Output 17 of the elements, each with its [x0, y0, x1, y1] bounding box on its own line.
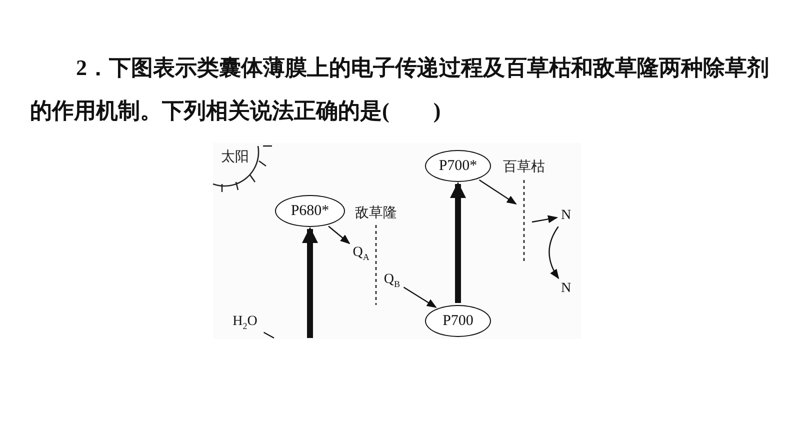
arrow — [548, 226, 560, 280]
sun-label: 太阳 — [221, 148, 249, 166]
herbicide-label: 百草枯 — [503, 158, 545, 176]
arrow — [532, 215, 558, 224]
arrow — [403, 286, 437, 308]
thick-arrow — [302, 227, 318, 338]
arrow — [478, 179, 517, 205]
thick-arrow — [450, 182, 466, 303]
molecule-label: N — [559, 280, 573, 298]
connector-line — [263, 332, 274, 339]
arrow — [328, 226, 350, 244]
molecule-label: H$_{2}$O — [228, 312, 262, 332]
molecule-label: Q$_{B}$ — [382, 271, 402, 289]
molecule-label: Q$_{A}$ — [351, 244, 371, 262]
herbicide-label: 敌草隆 — [355, 204, 397, 222]
question-text: 2．下图表示类囊体薄膜上的电子传递过程及百草枯和敌草隆两种除草剂的作用机制。下列相关说法正确的是( ) — [30, 54, 770, 125]
molecule-label: N — [559, 207, 573, 225]
